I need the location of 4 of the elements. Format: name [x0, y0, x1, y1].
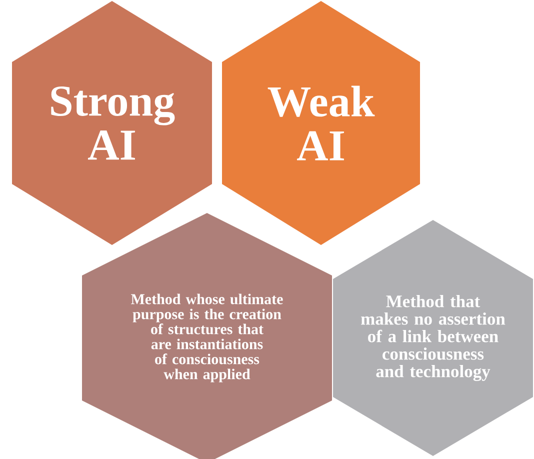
hexagon: Weak AI: [222, 1, 420, 245]
hexagon: Method that makes no assertion of a link between consciousness and technology: [333, 220, 533, 456]
hexagon: Method whose ultimate purpose is the creation of structures that are instantiations of consciousness when applied: [82, 213, 332, 459]
hexagon: Strong AI: [12, 1, 212, 245]
